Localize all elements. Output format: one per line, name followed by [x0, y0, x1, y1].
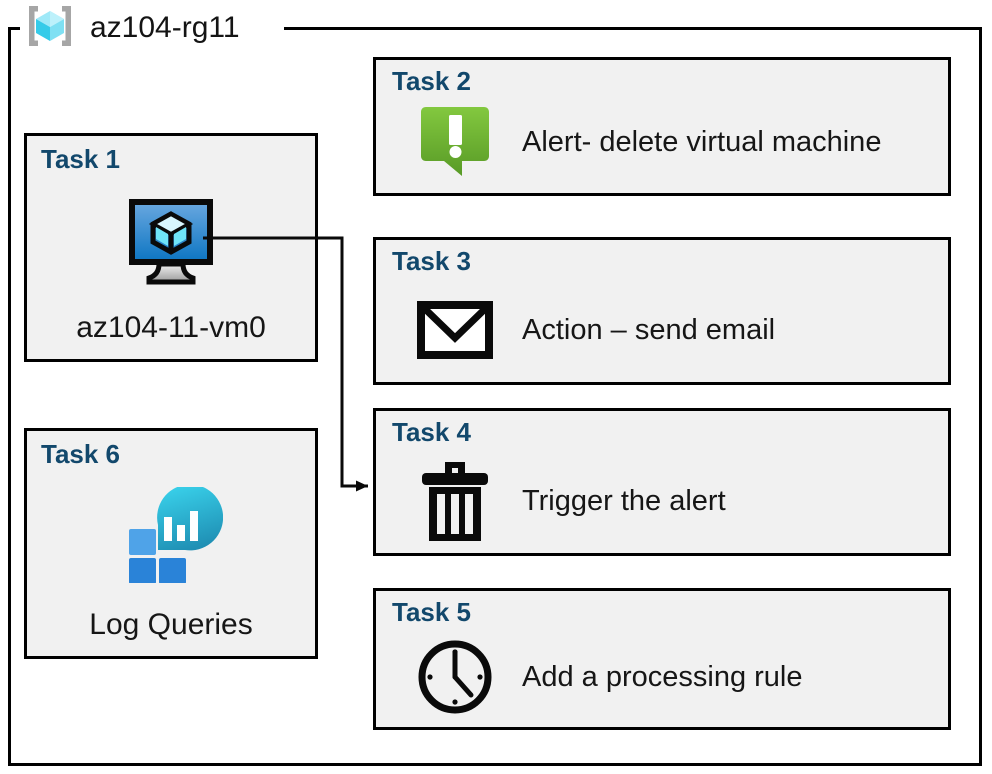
task-3-text: Action – send email: [522, 313, 776, 346]
task-2-label: Task 2: [392, 66, 472, 96]
resource-group-header: az104-rg11: [22, 0, 240, 56]
log-analytics-icon: [119, 483, 224, 588]
task-6-box[interactable]: Task 6: [24, 428, 318, 659]
envelope-icon: [414, 300, 496, 360]
task-5-text: Add a processing rule: [522, 660, 803, 693]
resource-group-name: az104-rg11: [90, 11, 240, 44]
task-5-box[interactable]: Task 5 Add a processing rule: [373, 588, 951, 730]
task-4-text: Trigger the alert: [522, 484, 726, 517]
trash-can-icon: [414, 458, 496, 544]
task-4-box[interactable]: Task 4 Trigger the alert: [373, 408, 951, 556]
task-3-box[interactable]: Task 3 Action – send email: [373, 237, 951, 385]
task-1-icon-wrap: [27, 194, 315, 290]
task-2-text: Alert- delete virtual machine: [522, 126, 882, 158]
task-5-row: Add a processing rule: [414, 631, 940, 723]
task-4-label: Task 4: [392, 417, 472, 447]
task-6-label: Task 6: [41, 439, 121, 469]
task-3-label: Task 3: [392, 246, 472, 276]
resource-group-cube-icon: [22, 1, 78, 56]
task-2-row: Alert- delete virtual machine: [414, 96, 940, 189]
task-6-icon-wrap: [27, 483, 315, 588]
task-2-box[interactable]: Task 2 Alert- delete virtual machine: [373, 57, 951, 196]
alert-bubble-icon: [414, 106, 496, 180]
task-4-row: Trigger the alert: [414, 453, 940, 549]
task-1-label: Task 1: [41, 144, 121, 174]
clock-icon: [414, 637, 496, 717]
task-6-caption: Log Queries: [89, 608, 253, 641]
virtual-machine-icon: [123, 194, 219, 291]
task-1-caption: az104-11-vm0: [76, 311, 266, 344]
task-5-label: Task 5: [392, 597, 472, 627]
task-3-row: Action – send email: [414, 282, 940, 378]
resource-group-container: [8, 27, 982, 766]
task-1-box[interactable]: Task 1: [24, 133, 318, 362]
